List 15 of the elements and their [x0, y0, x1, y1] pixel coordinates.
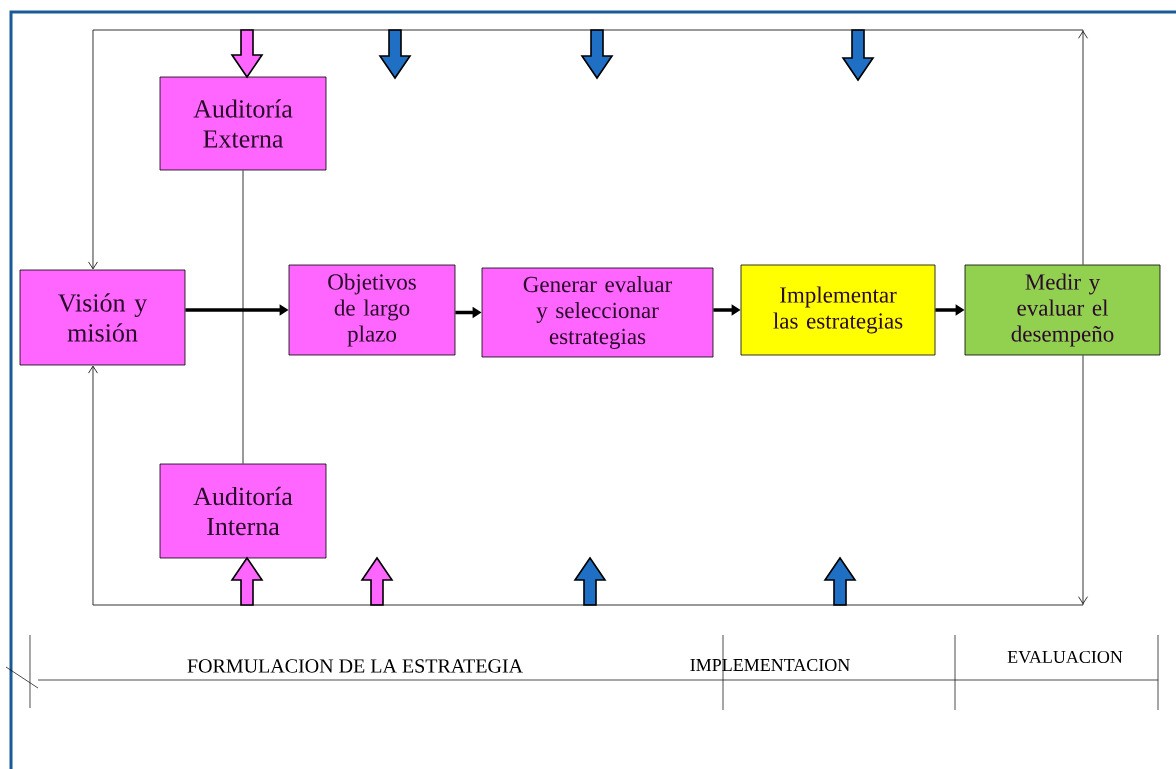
connector-line	[242, 170, 244, 464]
process-box: Generar evaluar y seleccionar estrategias	[481, 267, 714, 358]
block-arrow	[230, 29, 264, 79]
phase-label: EVALUACION	[1007, 650, 1123, 664]
process-box: Medir y evaluar el desempeño	[964, 264, 1161, 356]
phase-label: FORMULACION DE LA ESTRATEGIA	[187, 659, 523, 673]
process-box: Visión y misión	[19, 269, 186, 366]
process-box: Auditoría Interna	[159, 463, 327, 559]
process-box: Implementar las estrategias	[740, 264, 936, 356]
process-box: Auditoría Externa	[159, 76, 327, 171]
feedback-arrow	[88, 29, 1088, 270]
feedback-arrow	[88, 355, 1088, 606]
phase-label: IMPLEMENTACION	[690, 658, 850, 672]
process-box: Objetivos de largo plazo	[288, 264, 456, 356]
block-arrow	[230, 556, 264, 606]
